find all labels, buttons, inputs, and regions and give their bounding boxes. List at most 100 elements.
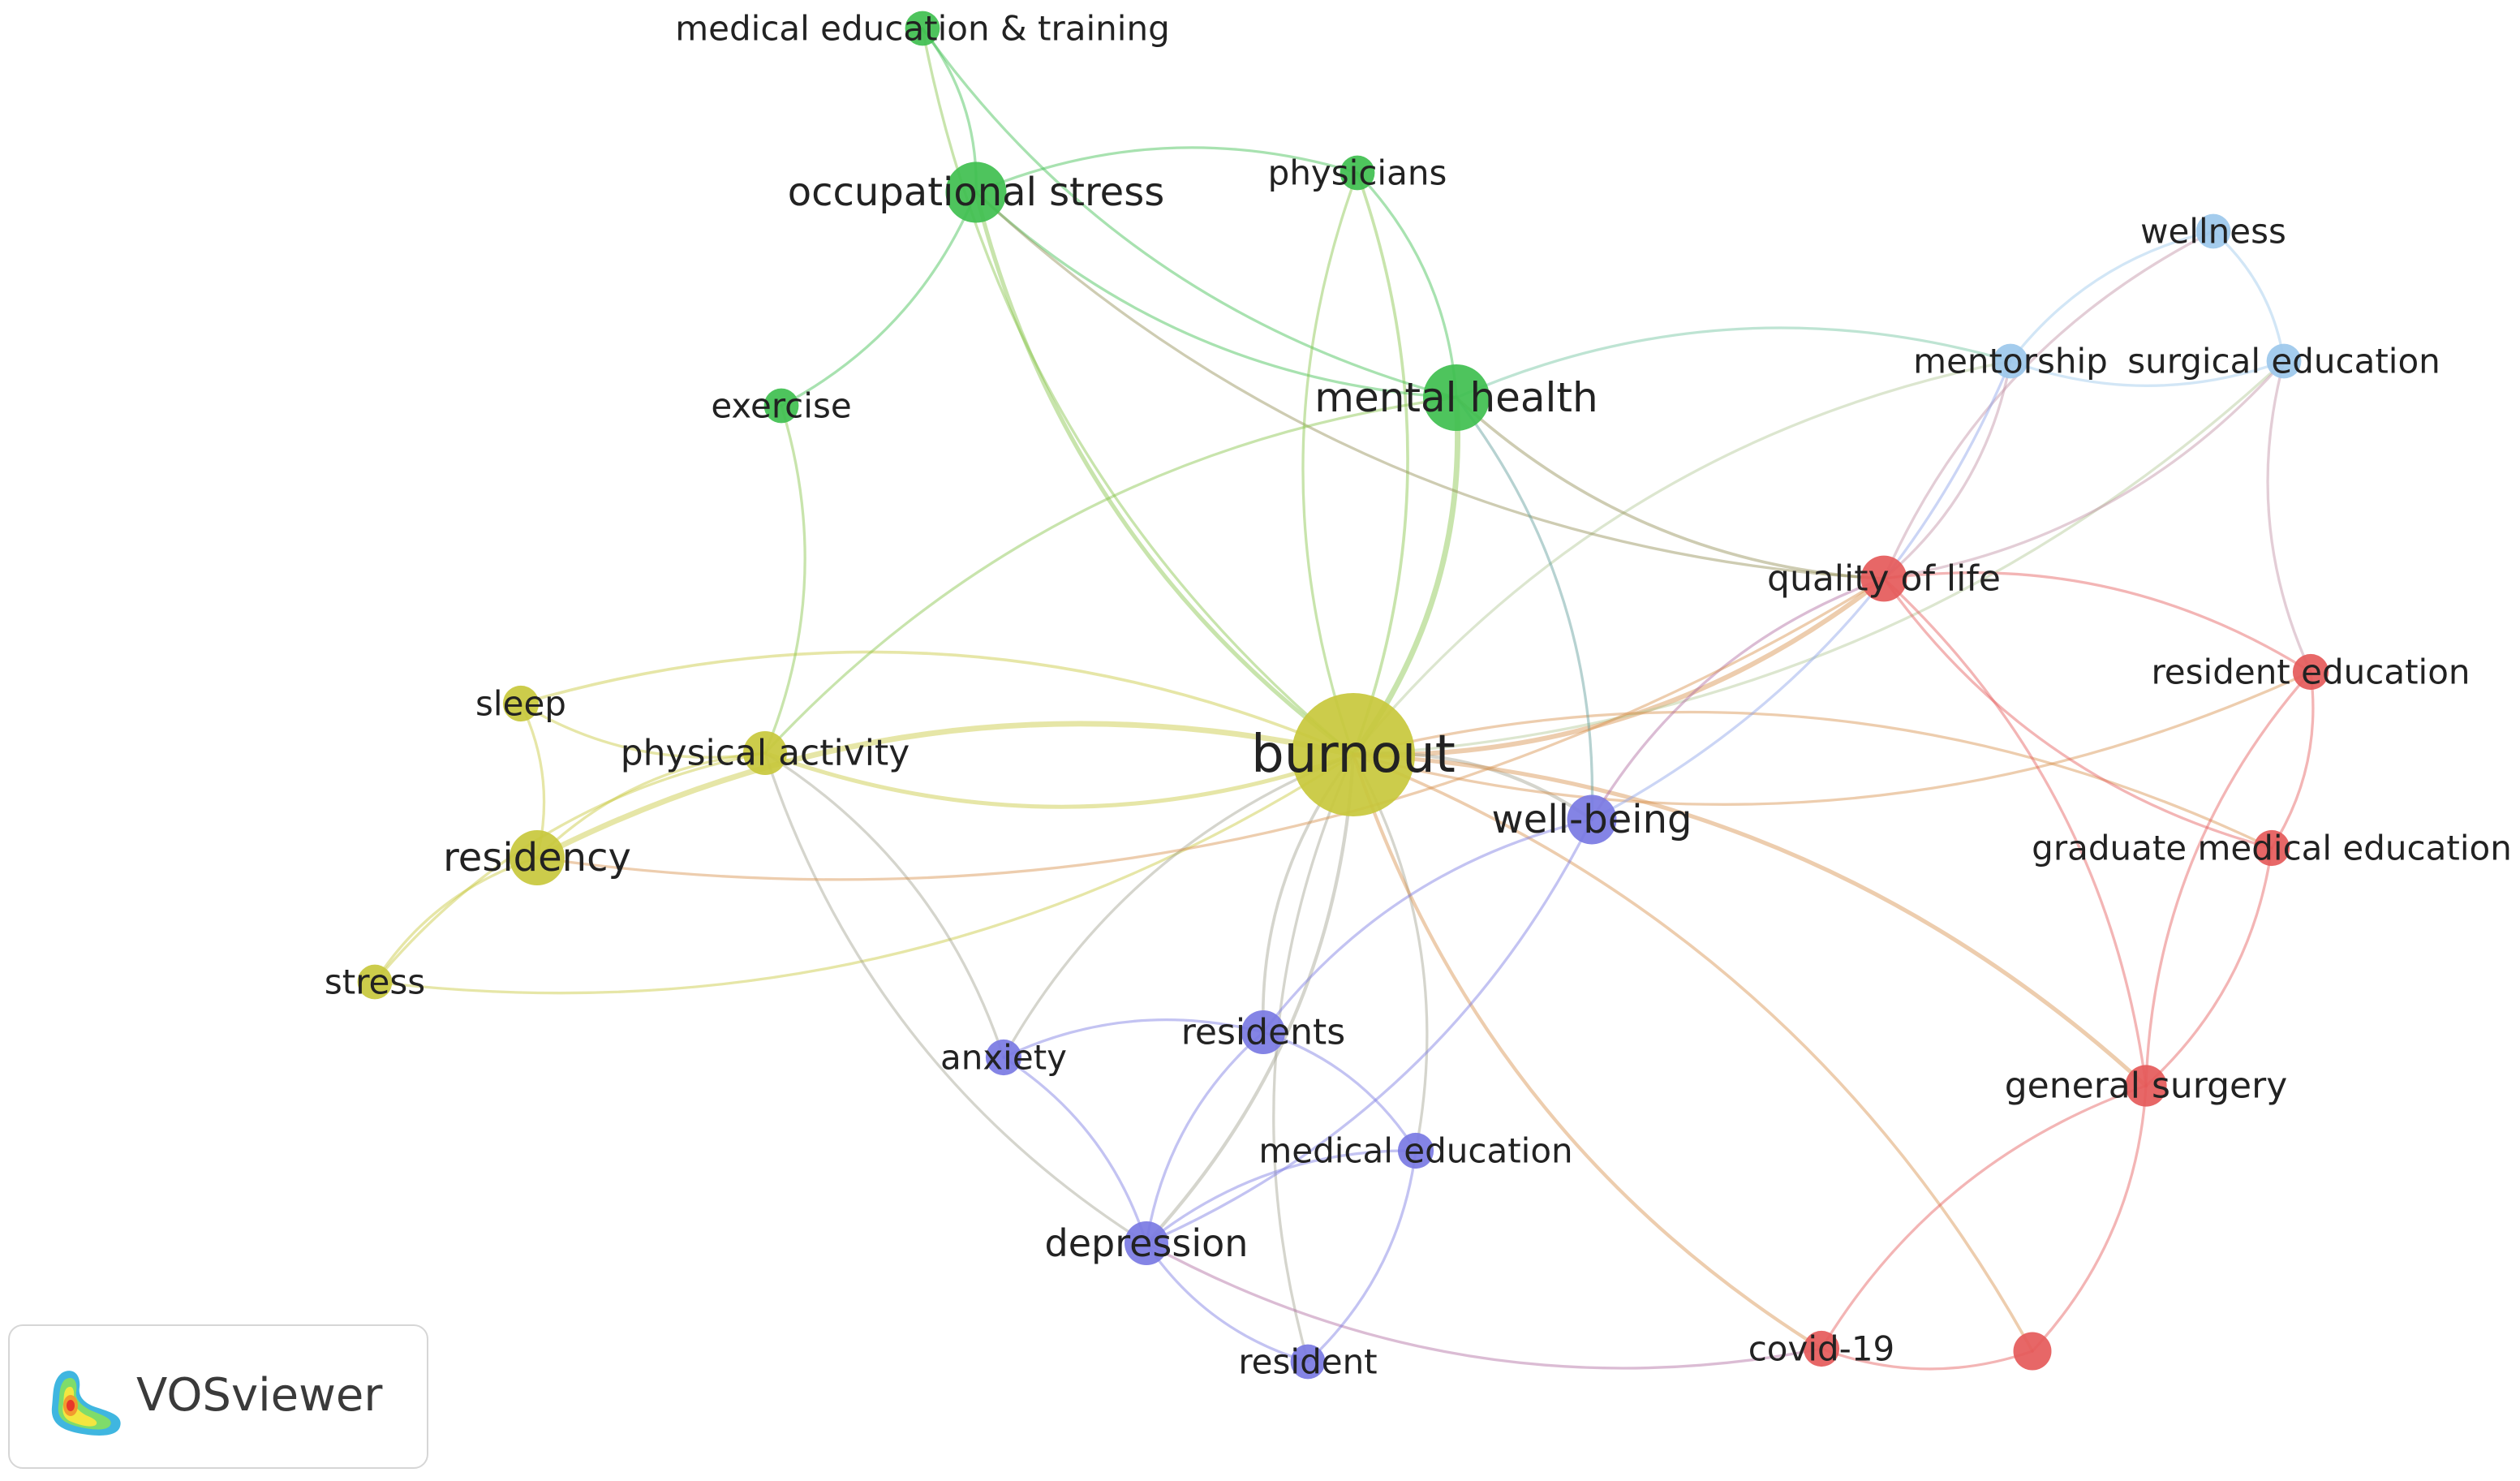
node-label-burnout: burnout — [1251, 725, 1456, 785]
edge-well-being-residents — [1262, 818, 1593, 1034]
node-label-residents: residents — [1181, 1012, 1345, 1053]
node-exercise[interactable] — [763, 388, 799, 424]
node-label-physical-activity: physical activity — [621, 733, 910, 774]
node-label-medical-education: medical education — [1258, 1131, 1572, 1171]
edge-residency-physical-activity — [535, 751, 767, 859]
edge-physicians-mental-health — [1356, 171, 1458, 399]
node-label-general-surgery: general surgery — [2005, 1066, 2287, 1107]
edge-physical-activity-depression — [763, 751, 1148, 1245]
edge-mental-health-well-being — [1455, 396, 1594, 821]
node-label-stress: stress — [325, 962, 425, 1002]
node-surgical-education[interactable] — [2266, 343, 2302, 379]
node-unlabeled-red[interactable] — [2013, 1332, 2052, 1371]
node-depression[interactable] — [1125, 1221, 1168, 1265]
node-physicians[interactable] — [1340, 155, 1375, 191]
vosviewer-brand-box: VOSviewer — [8, 1324, 428, 1469]
edge-burnout-depression — [1144, 752, 1356, 1246]
node-covid-19[interactable] — [1803, 1330, 1840, 1367]
edge-mentorship-well-being — [1590, 359, 2012, 821]
edge-burnout-unlabeled-red — [1352, 753, 2034, 1353]
edge-graduate-medical-education-general-surgery — [2144, 846, 2273, 1087]
node-label-depression: depression — [1045, 1221, 1249, 1265]
edge-burnout-resident — [1272, 753, 1355, 1363]
edge-surgical-education-resident-education — [2266, 359, 2312, 674]
node-label-physicians: physicians — [1268, 153, 1447, 193]
node-occupational-stress[interactable] — [945, 161, 1007, 223]
node-label-quality-of-life: quality of life — [1767, 558, 2001, 600]
node-medical-education-training[interactable] — [905, 11, 940, 46]
edge-burnout-physicians — [1352, 171, 1409, 756]
node-stress[interactable] — [357, 964, 393, 1000]
node-label-resident: resident — [1238, 1342, 1377, 1382]
edge-burnout-general-surgery — [1351, 752, 2148, 1088]
edge-occupational-stress-quality-of-life — [974, 191, 1886, 580]
node-mental-health[interactable] — [1423, 364, 1490, 431]
edge-mental-health-physical-activity — [763, 396, 1458, 755]
edge-covid-19-unlabeled-red — [1820, 1347, 2034, 1371]
edge-burnout-anxiety — [1002, 753, 1355, 1059]
edge-burnout-covid-19 — [1351, 752, 1824, 1351]
vosviewer-density-logo-icon — [51, 1371, 121, 1436]
node-physical-activity[interactable] — [743, 731, 787, 775]
node-label-mentorship: mentorship — [1913, 342, 2108, 381]
edge-burnout-resident-education — [1352, 670, 2312, 806]
edge-quality-of-life-wellness — [1882, 230, 2215, 580]
node-burnout[interactable] — [1292, 693, 1415, 816]
edge-burnout-medical-education-training — [921, 27, 1355, 756]
edge-residents-anxiety — [1002, 1018, 1265, 1059]
edge-mental-health-quality-of-life — [1455, 396, 1886, 580]
edge-medical-education-depression — [1145, 1149, 1417, 1245]
edge-exercise-physical-activity — [763, 404, 806, 755]
edge-general-surgery-unlabeled-red — [2031, 1084, 2148, 1353]
vosviewer-brand-name: VOSviewer — [136, 1369, 383, 1422]
node-residency[interactable] — [510, 830, 565, 885]
node-label-sleep: sleep — [475, 684, 566, 724]
node-sleep[interactable] — [502, 685, 540, 722]
edge-burnout-occupational-stress — [974, 190, 1356, 757]
edge-anxiety-depression — [1002, 1056, 1148, 1245]
edge-burnout-residency — [534, 721, 1357, 861]
edge-sleep-physical-activity — [519, 702, 767, 759]
edge-medical-education-resident — [1306, 1149, 1417, 1363]
node-label-wellness: wellness — [2140, 212, 2286, 252]
node-quality-of-life[interactable] — [1860, 555, 1907, 602]
edge-residents-depression — [1145, 1031, 1265, 1245]
edge-occupational-stress-physicians — [974, 146, 1359, 194]
edge-resident-education-graduate-medical-education — [2270, 670, 2315, 850]
edge-mental-health-mentorship — [1455, 326, 2012, 399]
node-resident-education[interactable] — [2292, 653, 2329, 691]
node-label-covid-19: covid-19 — [1748, 1329, 1895, 1369]
edge-depression-resident — [1145, 1242, 1309, 1363]
node-residents[interactable] — [1241, 1010, 1285, 1054]
edge-quality-of-life-well-being — [1590, 577, 1886, 821]
edge-residents-medical-education — [1262, 1031, 1417, 1152]
edge-quality-of-life-residency — [535, 577, 1886, 881]
node-label-resident-education: resident education — [2151, 652, 2470, 692]
node-graduate-medical-education[interactable] — [2253, 829, 2290, 867]
node-label-residency: residency — [443, 835, 631, 880]
edge-burnout-sleep — [519, 650, 1355, 756]
edge-physical-activity-anxiety — [763, 751, 1005, 1059]
node-label-well-being: well-being — [1491, 797, 1692, 842]
edge-quality-of-life-mentorship — [1882, 359, 2012, 580]
node-well-being[interactable] — [1567, 794, 1617, 845]
node-mentorship[interactable] — [1993, 343, 2028, 379]
node-anxiety[interactable] — [985, 1039, 1022, 1076]
node-medical-education[interactable] — [1397, 1132, 1434, 1169]
edge-wellness-surgical-education — [2212, 230, 2286, 363]
node-general-surgery[interactable] — [2125, 1065, 2167, 1107]
edge-mentorship-surgical-education — [2009, 359, 2286, 387]
node-label-occupational-stress: occupational stress — [788, 170, 1164, 215]
node-resident[interactable] — [1290, 1344, 1326, 1380]
edge-general-surgery-covid-19 — [1820, 1084, 2148, 1350]
edge-burnout-mentorship — [1352, 359, 2012, 756]
node-wellness[interactable] — [2195, 213, 2231, 249]
node-label-graduate-medical-education: graduate medical education — [2032, 829, 2512, 868]
edge-occupational-stress-mental-health — [974, 191, 1458, 399]
node-label-medical-education-training: medical education & training — [675, 9, 1170, 49]
edge-resident-education-general-surgery — [2144, 670, 2312, 1087]
node-label-surgical-education: surgical education — [2127, 342, 2440, 381]
edge-quality-of-life-resident-education — [1882, 571, 2312, 674]
